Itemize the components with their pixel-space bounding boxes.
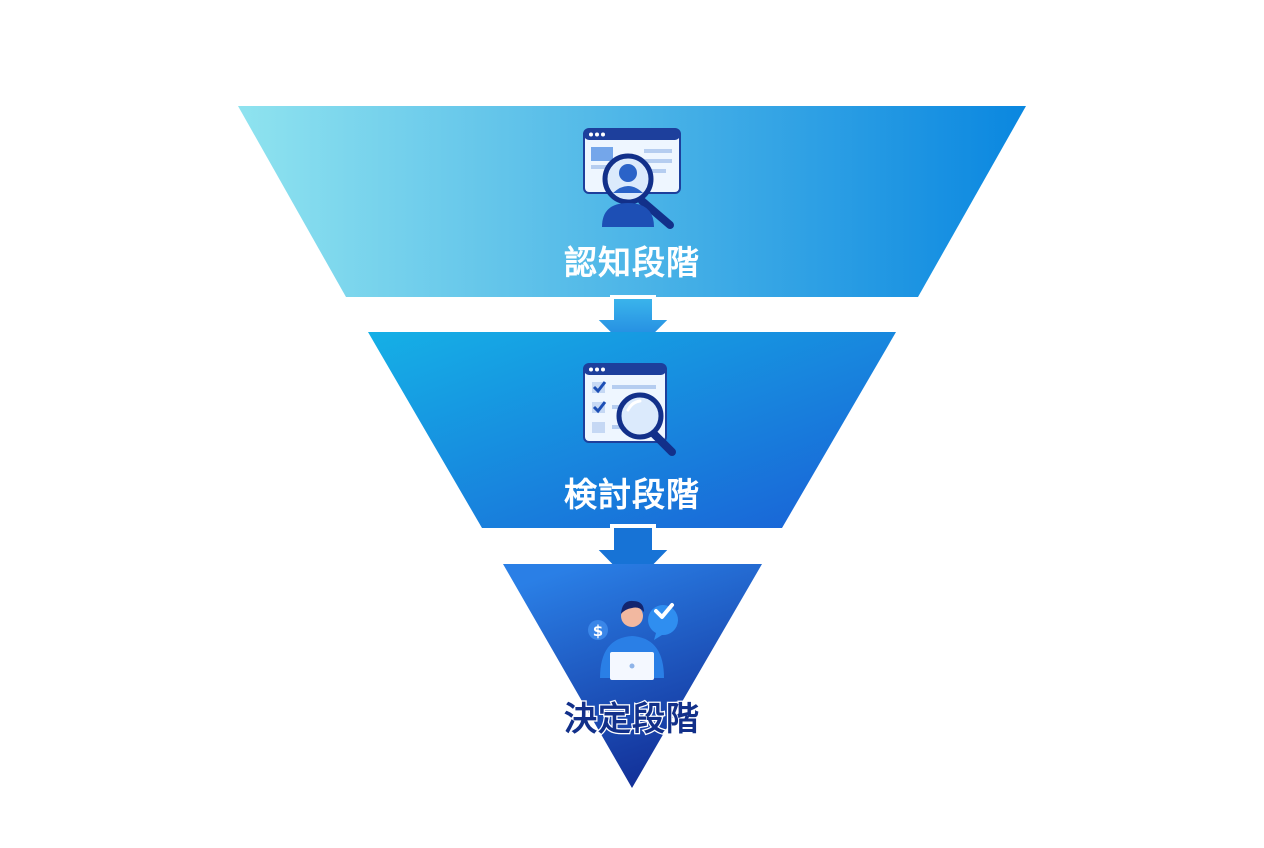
stage-label-awareness: 認知段階 xyxy=(564,243,700,282)
search-user-icon xyxy=(583,128,681,229)
checklist-magnifier-icon xyxy=(583,363,676,456)
stage-label-decision: 決定段階 xyxy=(564,699,700,738)
svg-text:$: $ xyxy=(593,622,603,640)
stage-label-consideration: 検討段階 xyxy=(564,475,700,514)
person-laptop-decision-icon: $ xyxy=(588,600,678,680)
